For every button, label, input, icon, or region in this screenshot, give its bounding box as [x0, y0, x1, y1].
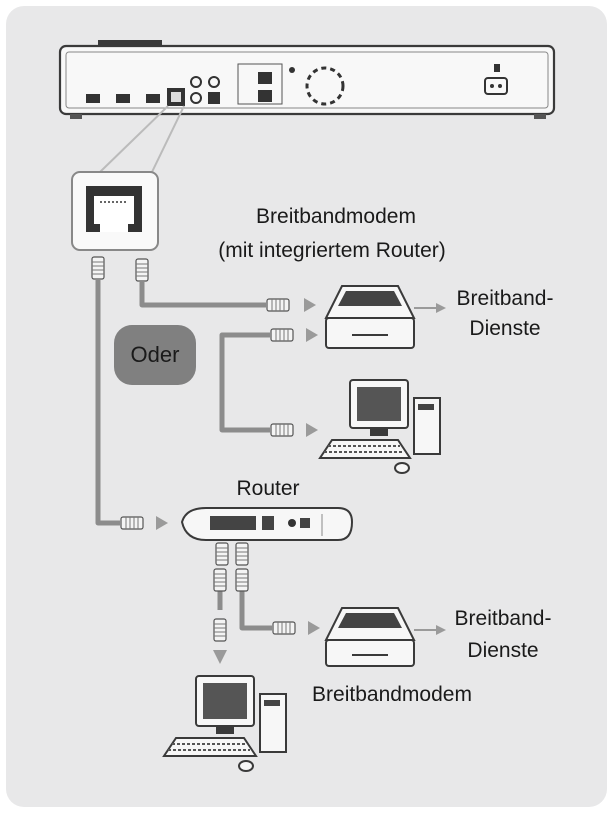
- broadband-modem-router-device: [324, 285, 416, 349]
- port-callout: [71, 105, 185, 251]
- player-rear-panel: [58, 40, 556, 119]
- service-bottom-label-line1: Breitband-: [454, 607, 552, 630]
- connection-arrows: [156, 298, 446, 664]
- broadband-modem-device-bottom: [324, 607, 416, 667]
- service-bottom-label-line2: Dienste: [467, 639, 539, 662]
- diagram-panel: [6, 6, 607, 807]
- service-top-label-line1: Breitband-: [456, 287, 554, 310]
- computer-device-bottom: [162, 675, 287, 772]
- modem-router-label-line2: (mit integriertem Router): [218, 239, 446, 262]
- modem-router-label-line1: Breitbandmodem: [256, 205, 416, 228]
- router-device: [180, 507, 354, 541]
- cable-plugs: [91, 256, 296, 642]
- router-label: Router: [236, 477, 300, 500]
- modem-bottom-label: Breitbandmodem: [312, 683, 472, 706]
- or-label: Oder: [130, 342, 180, 367]
- or-badge: Oder: [114, 325, 196, 385]
- computer-device-top: [318, 379, 441, 474]
- service-top-label-line2: Dienste: [469, 317, 541, 340]
